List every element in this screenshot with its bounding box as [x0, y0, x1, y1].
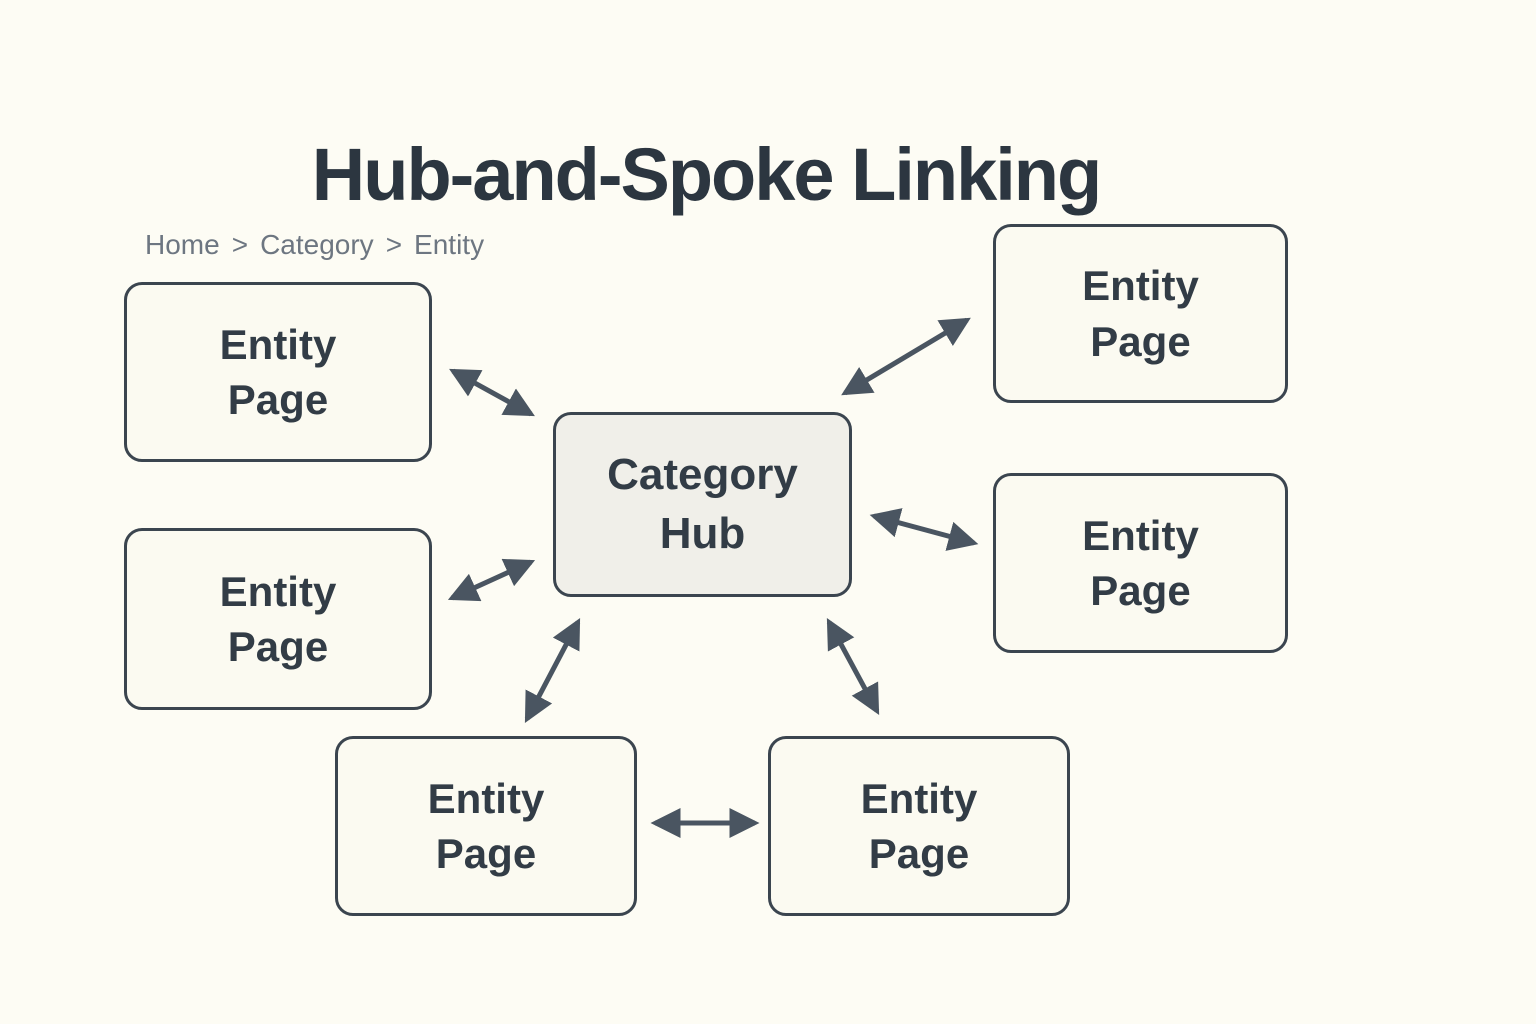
node-entity-page-bottom-right: Entity Page — [768, 736, 1070, 916]
breadcrumb-item-entity: Entity — [414, 229, 485, 260]
page-title: Hub-and-Spoke Linking — [311, 132, 1102, 216]
breadcrumb-item-home: Home — [145, 229, 220, 260]
node-label: Entity Page — [219, 320, 337, 423]
arrow-hub-entity-mid-right — [869, 508, 979, 551]
breadcrumb-item-category: Category — [260, 229, 374, 260]
node-entity-page-mid-left: Entity Page — [124, 528, 432, 710]
node-entity-page-top-left: Entity Page — [124, 282, 432, 462]
breadcrumb: Home > Category > Entity — [145, 229, 484, 261]
node-entity-page-mid-right: Entity Page — [993, 473, 1288, 653]
node-label: Entity Page — [1082, 511, 1199, 614]
arrow-hub-entity-bottom-left — [524, 618, 581, 723]
arrow-entity-mid-left-hub — [447, 558, 536, 602]
arrow-hub-entity-bottom-right — [826, 618, 880, 715]
node-label: Entity Page — [860, 774, 978, 877]
node-entity-page-top-right: Entity Page — [993, 224, 1288, 403]
node-entity-page-bottom-left: Entity Page — [335, 736, 637, 916]
arrow-hub-entity-top-right — [841, 317, 971, 396]
node-category-hub: Category Hub — [553, 412, 852, 597]
breadcrumb-separator: > — [385, 229, 403, 260]
breadcrumb-separator: > — [231, 229, 249, 260]
node-label: Entity Page — [1082, 262, 1199, 365]
node-label: Category Hub — [607, 450, 798, 558]
node-label: Entity Page — [219, 567, 337, 670]
node-label: Entity Page — [427, 774, 545, 877]
arrow-entity-top-left-hub — [449, 368, 535, 417]
